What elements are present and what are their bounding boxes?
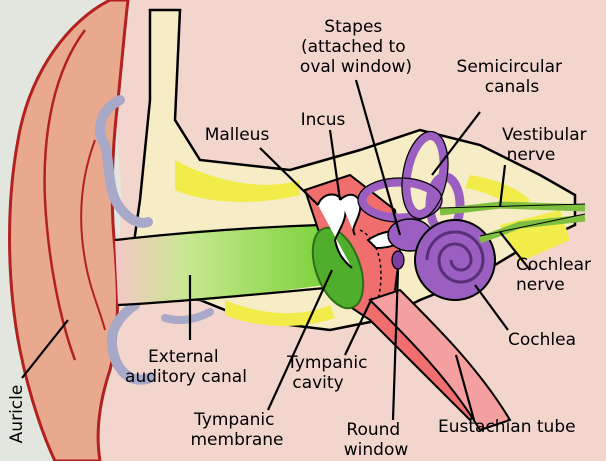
canal-bottom-wall [117,286,326,307]
label-tympanic-membrane-line-1: Tympanic [193,410,274,430]
incus [339,193,362,236]
label-vestibular-line-2: nerve [507,145,556,165]
cartilage-lower-2 [161,308,214,324]
bone-marrow-upper [175,160,300,202]
label-stapes-line-1: Stapes [324,17,382,37]
round-window [391,250,405,270]
label-semicircular-canals: Semicircular canals [457,57,568,97]
label-stapes-line-2: (attached to [301,37,406,57]
label-round-window: Round window [344,420,409,460]
auricle-inner-fold [43,29,87,361]
nerve-outline [439,203,586,237]
eustachian-tube [368,288,512,432]
label-eustachian-tube: Eustachian tube [438,417,576,437]
cochlea [414,219,496,301]
label-cochlea: Cochlea [508,330,576,350]
label-semicircular-line-2: canals [485,77,540,97]
tympanic-cavity-outline [359,229,382,301]
label-vestibular-line-1: Vestibular [502,125,587,145]
label-malleus: Malleus [205,125,270,145]
label-external-auditory-canal: External auditory canal [125,347,247,387]
label-vestibular-nerve: Vestibular nerve [502,125,592,165]
bone-marrow-lower [225,300,335,326]
external-auditory-canal [115,225,325,305]
label-cochlear-nerve: Cochlear nerve [516,255,596,295]
label-auricle: Auricle [7,385,27,444]
label-round-window-line-2: window [344,440,409,460]
tympanic-membrane [311,226,365,310]
label-external-line-1: External [148,347,219,367]
malleus [317,193,353,269]
label-round-window-line-1: Round [346,420,400,440]
label-tympanic-cavity-line-2: cavity [292,373,343,393]
bone-marrow-top [465,175,530,210]
label-external-line-2: auditory canal [125,367,247,387]
label-cochlear-line-2: nerve [516,275,565,295]
label-stapes-line-3: oval window) [300,57,412,77]
label-tympanic-membrane-line-2: membrane [190,430,283,450]
leader-lines [21,79,531,421]
auricle-fold-2 [80,139,106,331]
semicircular-canals [357,130,465,238]
label-tympanic-cavity-line-1: Tympanic [286,353,367,373]
label-semicircular-line-1: Semicircular [457,57,562,77]
cochlear-nerve [478,214,586,244]
cartilage-lower [106,300,155,385]
canal-top-wall [114,223,321,242]
label-tympanic-membrane: Tympanic membrane [190,410,283,450]
label-cochlear-line-1: Cochlear [516,255,591,275]
label-incus: Incus [301,110,346,130]
cartilage-upper [95,95,153,228]
label-tympanic-cavity: Tympanic cavity [286,353,373,393]
label-stapes: Stapes (attached to oval window) [300,17,412,77]
